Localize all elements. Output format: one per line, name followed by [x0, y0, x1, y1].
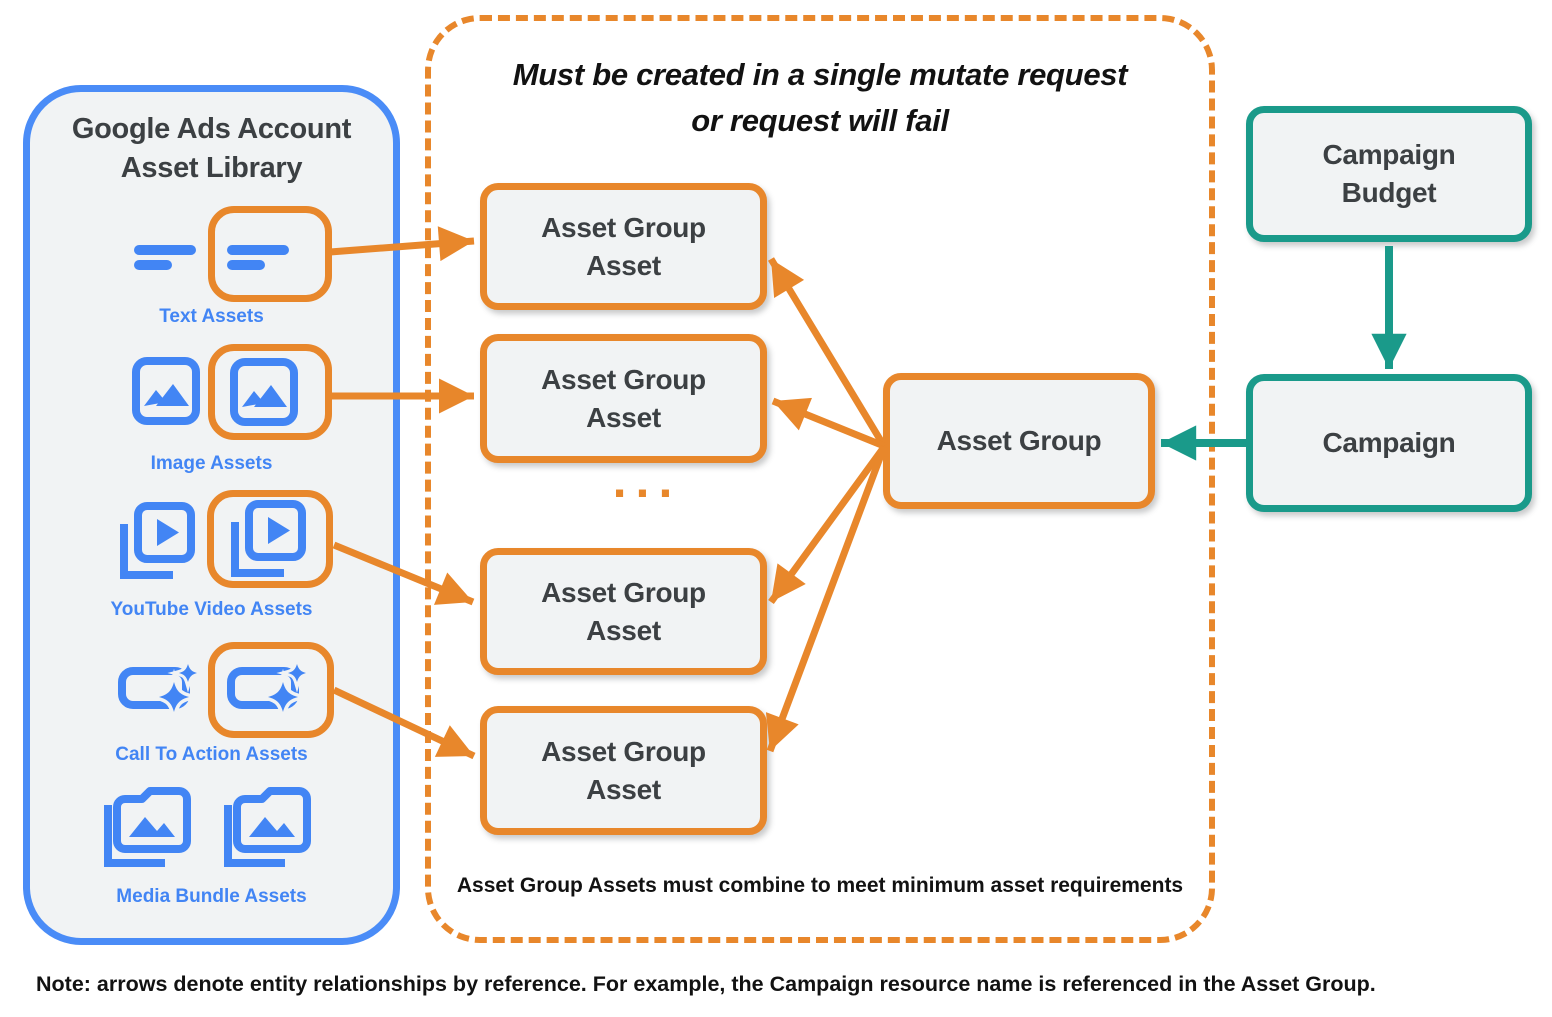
mutate-request-title-line2: or request will fail	[691, 103, 949, 138]
image-assets-label: Image Assets	[150, 453, 273, 474]
asset-group-asset-label: Asset Group Asset	[541, 363, 706, 433]
campaign-label: Campaign	[1322, 427, 1456, 458]
minimum-requirements-footnote: Asset Group Assets must combine to meet …	[456, 874, 1184, 897]
ellipsis: ...	[612, 452, 682, 508]
youtube-video-asset-icon	[231, 500, 306, 577]
asset-library-title: Google Ads Account Asset Library	[23, 110, 400, 188]
asset-library-title-line1: Google Ads Account	[71, 113, 352, 145]
image-asset-highlight-ring	[208, 344, 332, 440]
call-to-action-asset-icon	[227, 660, 311, 718]
text-asset-icon	[134, 245, 196, 270]
asset-group-asset-label: Asset Group Asset	[541, 576, 706, 646]
image-asset-icon	[230, 358, 298, 426]
page-note: Note: arrows denote entity relationships…	[36, 972, 1376, 996]
campaign-budget-label: Campaign Budget	[1322, 139, 1456, 208]
asset-group-asset-label: Asset Group Asset	[541, 211, 706, 281]
text-asset-highlight-ring	[208, 206, 332, 302]
asset-group-asset-box-4: Asset Group Asset	[480, 706, 767, 835]
asset-group-asset-label: Asset Group Asset	[541, 735, 706, 805]
asset-library-title-line2: Asset Library	[120, 152, 303, 184]
call-to-action-asset-highlight-ring	[208, 642, 334, 738]
media-bundle-asset-icon	[104, 787, 191, 867]
mutate-request-title: Must be created in a single mutate reque…	[425, 52, 1215, 144]
media-bundle-asset-icon	[224, 787, 311, 867]
mutate-request-title-line1: Must be created in a single mutate reque…	[512, 57, 1128, 92]
text-asset-icon	[227, 245, 289, 270]
youtube-video-assets-label: YouTube Video Assets	[110, 599, 313, 620]
campaign-budget-box: Campaign Budget	[1246, 106, 1532, 242]
youtube-video-asset-highlight-ring	[207, 490, 333, 588]
call-to-action-assets-label: Call To Action Assets	[115, 744, 308, 765]
asset-group-label: Asset Group	[936, 425, 1102, 456]
youtube-video-asset-icon	[120, 502, 195, 579]
asset-group-asset-box-1: Asset Group Asset	[480, 183, 767, 310]
campaign-box: Campaign	[1246, 374, 1532, 512]
media-bundle-assets-label: Media Bundle Assets	[116, 886, 307, 907]
call-to-action-asset-icon	[118, 660, 202, 718]
asset-group-box: Asset Group	[883, 373, 1155, 509]
asset-group-asset-box-2: Asset Group Asset	[480, 334, 767, 463]
text-assets-label: Text Assets	[159, 306, 264, 327]
image-asset-icon	[132, 357, 200, 425]
asset-group-asset-box-3: Asset Group Asset	[480, 548, 767, 675]
